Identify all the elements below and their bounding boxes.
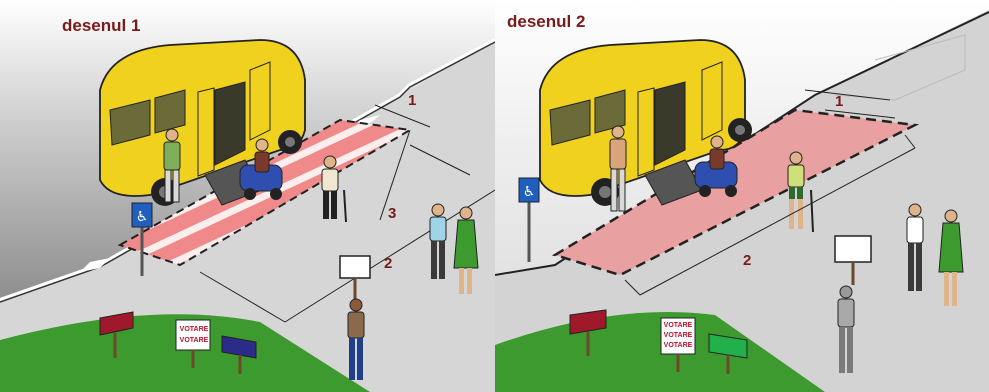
accessible-parking-sign: ♿ bbox=[131, 202, 153, 276]
panel-desenul-1: ♿ bbox=[0, 0, 495, 392]
person-by-van bbox=[609, 125, 627, 212]
scene-1: ♿ bbox=[0, 0, 495, 392]
panel-title: desenul 1 bbox=[62, 16, 141, 35]
wheelchair-user bbox=[694, 135, 738, 197]
person-with-cane bbox=[787, 151, 814, 233]
campaign-sign-blue bbox=[221, 335, 257, 374]
votare-sign-text: VOTARE VOTARE bbox=[179, 326, 209, 344]
scene-2: ♿ bbox=[495, 0, 989, 392]
wheelchair-user bbox=[239, 138, 283, 200]
dimension-label: 3 bbox=[388, 205, 397, 222]
access-aisle bbox=[117, 118, 413, 267]
campaign-sign-votare bbox=[660, 317, 696, 372]
wheelchair-accessible-icon: ♿ bbox=[523, 183, 536, 199]
votare-sign-text: VOTARE VOTARE VOTARE bbox=[663, 322, 693, 349]
dimension-label: 2 bbox=[743, 252, 752, 269]
campaign-sign-votare bbox=[175, 319, 211, 368]
person-with-cane bbox=[321, 155, 347, 223]
campaign-sign-red bbox=[569, 309, 607, 356]
van bbox=[539, 39, 752, 206]
dimension-lines bbox=[624, 89, 916, 296]
dimension-label: 1 bbox=[835, 93, 844, 110]
campaign-sign-green bbox=[708, 333, 748, 374]
protester-with-sign bbox=[834, 235, 872, 373]
panel-desenul-2: ♿ bbox=[495, 0, 989, 392]
two-people-talking bbox=[906, 203, 964, 306]
panel-title: desenul 2 bbox=[507, 12, 586, 31]
dimension-label: 2 bbox=[384, 255, 393, 272]
protester-with-sign bbox=[339, 255, 371, 380]
two-people-talking bbox=[429, 203, 479, 294]
accessible-parking-sign: ♿ bbox=[518, 177, 540, 262]
grass-hill bbox=[0, 314, 370, 392]
person-by-van bbox=[163, 128, 181, 203]
wheelchair-accessible-icon: ♿ bbox=[136, 208, 149, 224]
campaign-sign-red bbox=[99, 311, 134, 358]
dimension-label: 1 bbox=[408, 92, 417, 109]
